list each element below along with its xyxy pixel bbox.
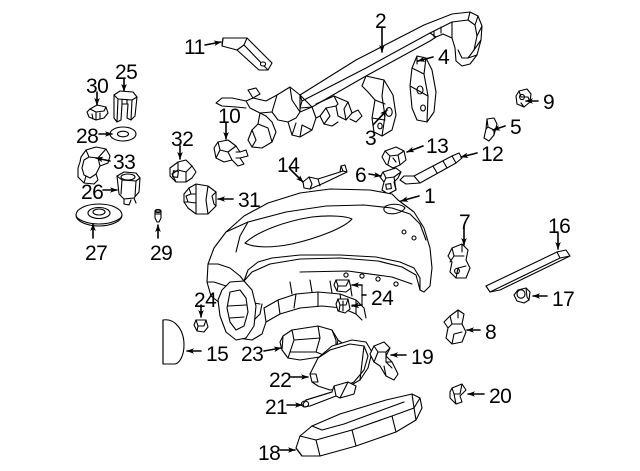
part-switch-module-31: [183, 183, 217, 215]
part-lower-trim-panel-18: [295, 393, 423, 457]
part-nut-clip-9: [515, 88, 532, 108]
part-tie-rod-brace-12: [399, 152, 463, 185]
part-support-rod-14: [302, 164, 348, 190]
part-dash-assembly-1: [206, 188, 433, 341]
part-retainer-clip-24-right-a: [333, 279, 352, 293]
callout-label-14[interactable]: 14: [277, 154, 300, 177]
part-reinforcement-brace-11: [221, 37, 273, 71]
callout-label-20[interactable]: 20: [489, 385, 512, 408]
callout-label-1[interactable]: 1: [424, 185, 436, 208]
callout-label-16[interactable]: 16: [548, 215, 571, 238]
part-retainer-clip-24-right-b: [335, 298, 351, 314]
callout-label-10[interactable]: 10: [218, 105, 241, 128]
callout-label-2[interactable]: 2: [375, 10, 387, 33]
part-end-cap-15: [162, 319, 185, 365]
part-trim-strip-16: [485, 249, 571, 293]
part-duct-elbow-33: [77, 146, 111, 185]
part-retaining-bracket-6: [379, 167, 402, 195]
callout-label-11[interactable]: 11: [184, 36, 205, 59]
callout-label-27[interactable]: 27: [85, 242, 108, 265]
callout-label-25[interactable]: 25: [115, 61, 138, 84]
callout-label-29[interactable]: 29: [150, 242, 173, 265]
part-armrest-handle-22: [309, 339, 373, 391]
part-crossmember-frame: [245, 86, 363, 138]
callout-label-4[interactable]: 4: [438, 46, 450, 69]
callout-label-3[interactable]: 3: [365, 127, 377, 150]
callout-label-26[interactable]: 26: [81, 181, 104, 204]
callout-label-31[interactable]: 31: [238, 189, 261, 212]
callout-label-17[interactable]: 17: [552, 288, 575, 311]
part-pull-rod-21: [300, 381, 357, 408]
callout-label-9[interactable]: 9: [543, 91, 555, 114]
callout-label-19[interactable]: 19: [411, 346, 434, 369]
callout-leaders: [90, 27, 561, 453]
part-small-bracket-20: [449, 383, 467, 405]
part-angle-bracket-7: [447, 243, 471, 279]
part-crossmember-left-arm: [215, 87, 277, 149]
callout-label-24b[interactable]: 24: [371, 287, 394, 310]
callout-label-24[interactable]: 24: [194, 289, 217, 312]
callout-label-23[interactable]: 23: [241, 343, 264, 366]
callout-label-13[interactable]: 13: [426, 135, 449, 158]
callout-label-30[interactable]: 30: [86, 75, 109, 98]
callout-label-22[interactable]: 22: [269, 369, 292, 392]
callout-label-33[interactable]: 33: [113, 151, 136, 174]
part-corner-bracket-10: [213, 139, 249, 167]
part-small-pin-29: [154, 208, 162, 223]
part-bulb-socket-26: [116, 171, 141, 206]
callout-label-15[interactable]: 15: [206, 343, 229, 366]
part-console-bracket-23: [279, 325, 349, 361]
part-side-mount-bracket-4: [409, 55, 437, 123]
callout-label-7[interactable]: 7: [459, 211, 471, 234]
callout-label-18[interactable]: 18: [258, 442, 281, 465]
part-grommet-27: [75, 203, 123, 227]
callout-24-bracket: [351, 284, 363, 306]
callout-label-21[interactable]: 21: [265, 396, 288, 419]
callout-label-8[interactable]: 8: [485, 321, 497, 344]
part-clip-bracket-5: [483, 117, 498, 142]
part-hinge-bracket-32: [169, 159, 197, 183]
part-cap-nut-30: [86, 104, 109, 121]
part-crossmember-bar-2: [299, 11, 483, 109]
part-center-support-bracket-3: [361, 75, 397, 137]
part-clamp-bracket-13: [381, 146, 407, 169]
callout-label-5[interactable]: 5: [510, 116, 522, 139]
part-trim-clip-17: [513, 287, 531, 304]
part-retainer-clip-24-left: [193, 319, 209, 333]
callout-label-6[interactable]: 6: [355, 164, 367, 187]
callout-label-28[interactable]: 28: [76, 125, 99, 148]
part-flat-washer-28: [109, 126, 137, 142]
part-mounting-bracket-19: [369, 341, 399, 381]
callout-label-32[interactable]: 32: [171, 128, 194, 151]
part-push-pin-25: [113, 90, 138, 123]
part-side-bracket-8: [443, 309, 467, 345]
callout-label-12[interactable]: 12: [481, 143, 504, 166]
